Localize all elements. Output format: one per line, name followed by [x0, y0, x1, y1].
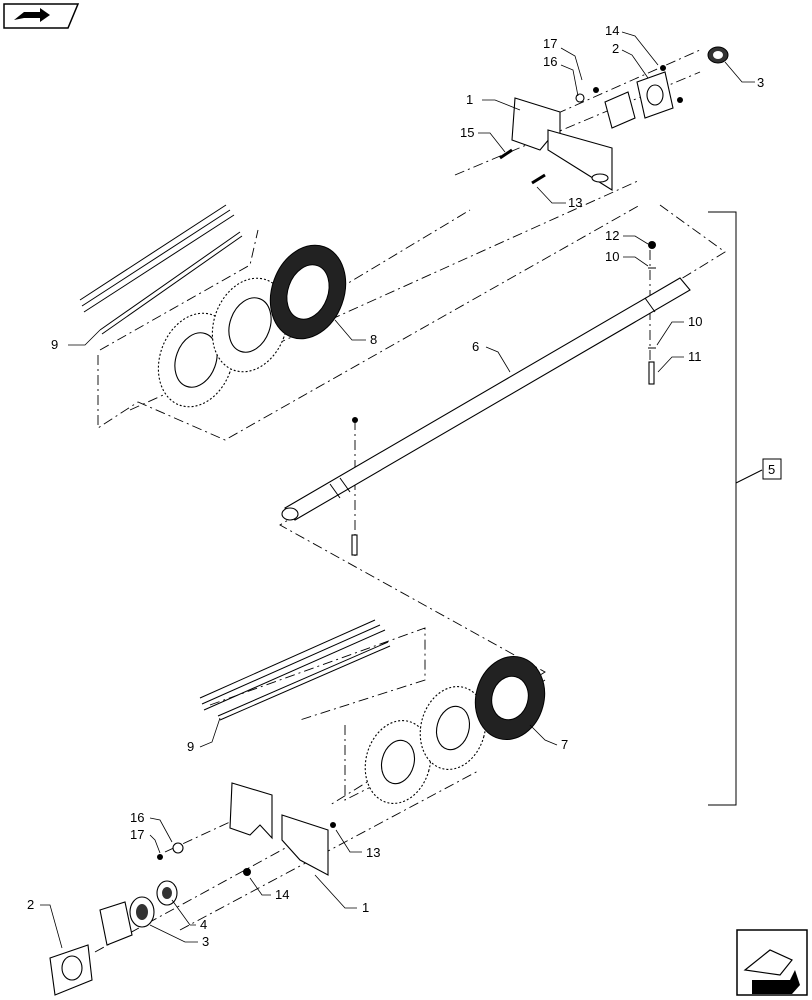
callout-11: 11	[688, 349, 702, 364]
shaft	[281, 277, 691, 521]
bolt-13-lower	[330, 822, 336, 828]
callout-3-upper: 3	[757, 75, 764, 90]
callout-12: 12	[605, 228, 619, 243]
upper-discs	[157, 244, 347, 408]
callout-5-box: 5	[762, 458, 782, 480]
callout-6: 6	[472, 339, 479, 354]
callout-16-upper: 16	[543, 54, 557, 69]
bolt-upper-flange	[677, 97, 683, 103]
callout-16-lower: 16	[130, 810, 144, 825]
lower-bearing-group	[49, 880, 178, 996]
lower-plate-left	[229, 782, 273, 840]
callout-1-lower: 1	[362, 900, 369, 915]
lower-plate-right	[281, 814, 329, 876]
bolt-15	[499, 148, 513, 160]
callout-10-upper: 10	[605, 249, 619, 264]
nut-14-lower	[243, 868, 251, 876]
callout-14-upper: 14	[605, 23, 619, 38]
leader-lines	[40, 31, 755, 949]
callout-17-lower: 17	[130, 827, 144, 842]
callout-9-upper: 9	[51, 337, 58, 352]
callout-7: 7	[561, 737, 568, 752]
callout-4: 4	[200, 917, 207, 932]
washer-lower	[172, 842, 184, 854]
bolt-13-upper	[531, 173, 546, 185]
callout-5: 5	[768, 462, 775, 477]
callouts: 17 16 14 2 3 1 15 13 12 10 10 11 9 8 6 5…	[27, 23, 782, 949]
callout-13-upper: 13	[568, 195, 582, 210]
upper-flange	[604, 71, 674, 129]
callout-13-lower: 13	[366, 845, 380, 860]
washer-upper	[575, 93, 585, 103]
callout-1-upper: 1	[466, 92, 473, 107]
assembly-bracket	[708, 211, 763, 806]
centerlines	[94, 49, 726, 953]
callout-15: 15	[460, 125, 474, 140]
next-page-arrow-icon[interactable]	[736, 929, 808, 996]
callout-17-upper: 17	[543, 36, 557, 51]
callout-14-lower: 14	[275, 887, 289, 902]
callout-2-upper: 2	[612, 41, 619, 56]
upper-scraper-strips	[79, 204, 243, 335]
lower-scraper-strips	[199, 619, 391, 721]
book-arrow-icon[interactable]	[3, 3, 80, 29]
shaft-fasteners	[351, 241, 656, 556]
callout-3-lower: 3	[202, 934, 209, 949]
callout-8: 8	[370, 332, 377, 347]
callout-10-lower: 10	[688, 314, 702, 329]
nut-lower	[157, 854, 163, 860]
upper-plate-right	[547, 129, 613, 191]
callout-9-lower: 9	[187, 739, 194, 754]
nut-upper	[593, 87, 599, 93]
lower-discs	[364, 655, 546, 804]
nut-upper-flange	[660, 65, 666, 71]
upper-bearing	[707, 46, 729, 64]
callout-2-lower: 2	[27, 897, 34, 912]
